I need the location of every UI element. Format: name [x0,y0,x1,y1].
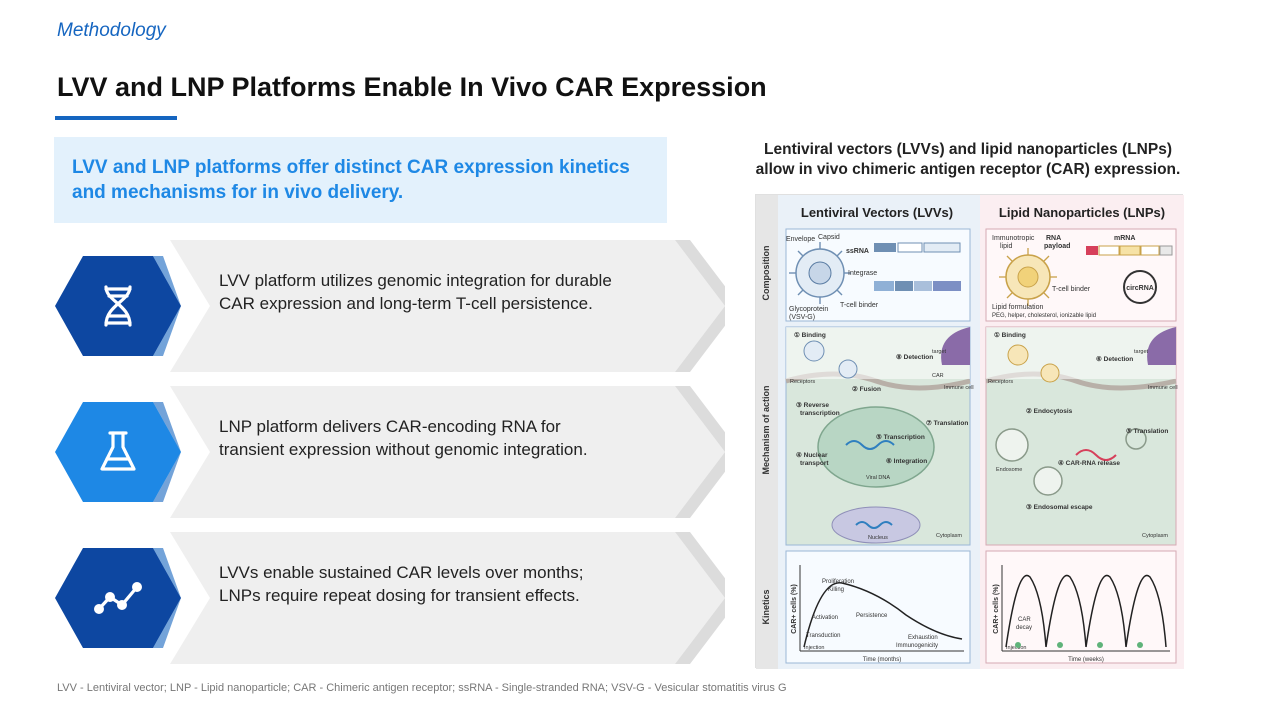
label-capsid: Capsid [818,234,840,241]
row-label-composition: Composition [761,246,771,301]
label-glycoprotein: Glycoprotein [789,306,828,313]
key-point-lnp: LNP platform delivers CAR-encoding RNA f… [55,386,725,518]
lnp-kin-xlabel: Time (weeks) [1068,657,1104,663]
lnp-label-cytoplasm: Cytoplasm [1142,533,1168,539]
page-title: LVV and LNP Platforms Enable In Vivo CAR… [57,72,767,102]
lvv-kin-xlabel: Time (months) [863,657,901,663]
label-payload: payload [1044,243,1070,250]
label-formulation-detail: PEG, helper, cholesterol, ionizable lipi… [992,313,1096,319]
chevron-panel [170,386,725,518]
lnp-kin-ylabel: CAR+ cells (%) [993,584,1000,634]
label-tcell-binder: T-cell binder [840,302,879,309]
lnp-step-release: ④ CAR-RNA release [1058,459,1120,467]
label-lipid: lipid [1000,243,1013,250]
lvv-column-header: Lentiviral Vectors (LVVs) [801,205,953,220]
key-point-text: LNP platform delivers CAR-encoding RNA f… [219,417,588,459]
lvv-step-transport: transport [800,460,829,467]
lnp-step-binding: ① Binding [994,331,1026,339]
label-lipid-formulation: Lipid formulation [992,304,1043,311]
lvv-step-translation: ⑦ Translation [926,419,968,427]
lvv-kin-proliferation: Proliferation [822,579,854,585]
lnp-label-endosome: Endosome [996,467,1022,473]
summary-box: LVV and LNP platforms offer distinct CAR… [54,137,667,223]
chevron-panel [170,532,725,664]
lvv-label-target: target [932,349,947,355]
label-rna: RNA [1046,235,1061,242]
lnp-column-header: Lipid Nanoparticles (LNPs) [999,205,1165,220]
lnp-kin-decay: decay [1016,625,1032,631]
lvv-step-binding: ① Binding [794,331,826,339]
chevron-panel [170,240,725,372]
hex-badge [55,548,181,648]
summary-text: LVV and LNP platforms offer distinct CAR… [72,157,630,203]
lvv-step-detection: ⑧ Detection [896,353,933,361]
lvv-step-fusion: ② Fusion [852,385,881,393]
label-integrase: Integrase [848,270,877,277]
key-point-text: LVV platform utilizes genomic integratio… [219,271,612,313]
lvv-step-integration: ⑥ Integration [886,457,927,465]
lvv-step-reverse: ③ Reverse [796,401,829,409]
lnp-kin-injection: Injection [1006,645,1027,651]
key-point-kinetics: LVVs enable sustained CAR levels over mo… [55,532,725,664]
lvv-kin-ylabel: CAR+ cells (%) [791,584,798,634]
lnp-step-detection: ⑥ Detection [1096,355,1133,363]
figure-diagram: Lentiviral Vectors (LVVs) Lipid Nanopart… [756,195,1184,669]
lvv-kin-persistence: Persistence [856,613,888,619]
lnp-label-target: target [1134,349,1149,355]
lvv-kin-killing: Killing [828,587,844,593]
lvv-kin-transduction: Transduction [806,633,840,639]
label-circrna: circRNA [1126,285,1154,292]
label-vsvg: (VSV-G) [789,314,815,321]
lvv-step-reverse-2: transcription [800,410,840,417]
lvv-label-immune-cell: Immune cell [944,385,974,391]
footnote: LVV - Lentiviral vector; LNP - Lipid nan… [57,682,787,694]
trend-line-icon [93,573,143,623]
hex-badge [55,256,181,356]
lnp-kin-car: CAR [1018,617,1031,623]
label-envelope: Envelope [786,236,815,243]
figure-caption-line2: allow in vivo chimeric antigen receptor … [755,161,1181,178]
row-label-strip [756,195,778,669]
label-ssrna: ssRNA [846,248,869,255]
lnp-step-endocytosis: ② Endocytosis [1026,407,1073,415]
lnp-label-receptors: Receptors [988,379,1013,385]
lvv-kin-exhaustion: Exhaustion [908,635,938,641]
section-label: Methodology [57,20,166,41]
lvv-label-car: CAR [932,373,944,379]
lvv-kin-injection: Injection [804,645,825,651]
lvv-label-nucleus: Nucleus [868,535,888,541]
lvv-label-cytoplasm: Cytoplasm [936,533,962,539]
lnp-label-immune-cell: Immune cell [1148,385,1178,391]
lnp-step-translation: ⑤ Translation [1126,427,1168,435]
label-lnp-tcell-binder: T-cell binder [1052,286,1091,293]
lvv-kin-immunogenicity: Immunogenicity [896,643,938,649]
lvv-label-receptors: Receptors [790,379,815,385]
figure-caption-line1: Lentiviral vectors (LVVs) and lipid nano… [764,141,1172,158]
key-point-lvv: LVV platform utilizes genomic integratio… [55,240,725,372]
row-label-mechanism: Mechanism of action [761,385,771,474]
figure-caption: Lentiviral vectors (LVVs) and lipid nano… [742,140,1194,180]
title-underline [55,116,177,120]
lvv-kin-activation: Activation [812,615,838,621]
flask-icon [93,427,143,477]
row-label-kinetics: Kinetics [761,589,771,624]
lvv-lnp-figure: Lentiviral Vectors (LVVs) Lipid Nanopart… [755,194,1184,669]
key-point-text: LVVs enable sustained CAR levels over mo… [219,563,584,605]
lvv-label-viral-dna: Viral DNA [866,475,890,481]
lnp-step-escape: ③ Endosomal escape [1026,503,1093,511]
label-mrna: mRNA [1114,235,1135,242]
lvv-step-nuclear: ④ Nuclear [796,451,828,459]
hex-badge [55,402,181,502]
label-immunotropic: Immunotropic [992,235,1035,242]
dna-icon [93,281,143,331]
lvv-step-transcription: ⑤ Transcription [876,433,925,441]
